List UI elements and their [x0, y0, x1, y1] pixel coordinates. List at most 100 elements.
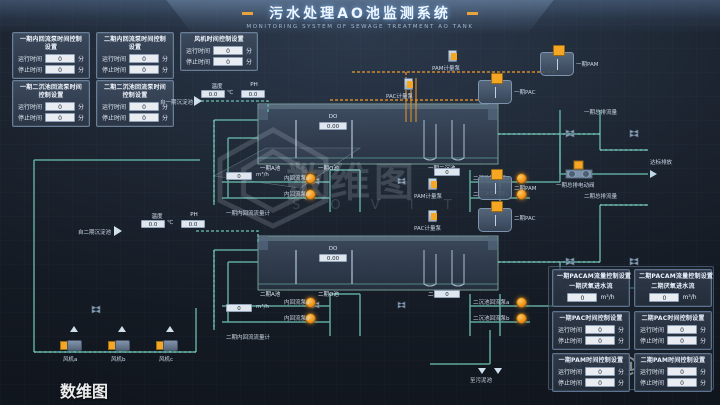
pam-dosing-pump-label: PAM计量泵: [432, 66, 460, 72]
stage2-inner-pump-b-icon[interactable]: [305, 313, 316, 324]
stage1-do-label: DO: [328, 114, 338, 120]
panel-title: 二期二沉池回流泵时间控制设置: [103, 84, 166, 99]
stage2-inner-pump-a-icon[interactable]: [305, 297, 316, 308]
stage2-inner-pump-b-label: 内回流泵b: [284, 316, 310, 322]
row-label: 停止时间: [639, 338, 664, 345]
stage1-settler-flow-value: 0: [434, 168, 460, 176]
runtime-input[interactable]: 0: [585, 367, 615, 376]
stage2-pam-tank-icon[interactable]: [478, 169, 512, 200]
stoptime-input[interactable]: 0: [213, 57, 243, 66]
stage2-temp-value: 0.0: [141, 220, 165, 228]
page-subtitle: MONITORING SYSTEM OF SEWAGE TREATMENT AO…: [246, 24, 474, 30]
stage1-pac-label: 一期PAC: [514, 90, 536, 96]
flow-input[interactable]: 0: [567, 293, 598, 302]
row-unit: 分: [618, 327, 625, 334]
stage1-ph-value: 0.0: [241, 90, 265, 98]
stage1-settler-pump-b-icon[interactable]: [516, 189, 527, 200]
pac-dosing-pump-icon[interactable]: [404, 78, 413, 90]
panel-stage1-pam-timer[interactable]: 一期PAM时间控制设置 运行时间 0 分 停止时间 0 分: [552, 353, 630, 392]
stage1-ph-label: PH: [250, 82, 258, 88]
stoptime-input[interactable]: 0: [585, 378, 615, 387]
pam-dosing-pump-icon[interactable]: [448, 50, 457, 62]
header-dash-left: [242, 12, 253, 15]
stoptime-input[interactable]: 0: [45, 65, 75, 74]
runtime-input[interactable]: 0: [667, 325, 697, 334]
sludge-arrow-icon-2: [494, 368, 502, 374]
row-label: 运行时间: [17, 56, 42, 63]
panel-stage1-pac-timer[interactable]: 一期PAC时间控制设置 运行时间 0 分 停止时间 0 分: [552, 311, 630, 350]
runtime-input[interactable]: 0: [585, 325, 615, 334]
stoptime-input[interactable]: 0: [585, 336, 615, 345]
blower-c-label: 风机c: [159, 357, 174, 363]
stage1-pam-tank-icon[interactable]: [540, 45, 574, 76]
stage1-source-label: 自一期沉淀池: [160, 100, 194, 106]
stoptime-input[interactable]: 0: [45, 113, 75, 122]
stage1-temp-value: 0.0: [201, 90, 225, 98]
panel-stage2-inner-return-pump-timer[interactable]: 二期内回流泵时间控制设置 运行时间 0 分 停止时间 0 分: [96, 32, 174, 79]
row-label: 停止时间: [557, 380, 582, 387]
row-unit: 分: [700, 369, 707, 376]
stage1-total-flow-label: 一期总排流量: [584, 110, 618, 116]
stage2-settler-pump-b-icon[interactable]: [516, 313, 527, 324]
stoptime-input[interactable]: 0: [667, 336, 697, 345]
runtime-input[interactable]: 0: [213, 46, 243, 55]
stage1-inner-pump-a-label: 内回流泵a: [284, 176, 310, 182]
stage1-inner-pump-b-icon[interactable]: [305, 189, 316, 200]
blower-c-arrow-icon: [166, 326, 174, 332]
stoptime-input[interactable]: 0: [129, 65, 159, 74]
stage1-pac-tank-icon[interactable]: [478, 73, 512, 104]
row-label: 运行时间: [17, 104, 42, 111]
stage1-inlet-arrow-icon: [194, 96, 202, 106]
stage2-o-tank-label: 二期O池: [318, 292, 339, 298]
runtime-input[interactable]: 0: [45, 54, 75, 63]
stage2-inner-pump-a-label: 内回流泵a: [284, 300, 310, 306]
row-unit: 分: [618, 380, 625, 387]
panel-stage2-pac-timer[interactable]: 二期PAC时间控制设置 运行时间 0 分 停止时间 0 分: [634, 311, 712, 350]
panel-title: 风机时间控制设置: [194, 36, 244, 43]
stoptime-input[interactable]: 0: [129, 113, 159, 122]
stage2-pam-dosing-pump-icon[interactable]: [428, 178, 437, 190]
row-label: 停止时间: [185, 59, 210, 66]
runtime-input[interactable]: 0: [129, 102, 159, 111]
stage1-inner-pump-a-icon[interactable]: [305, 173, 316, 184]
runtime-input[interactable]: 0: [667, 367, 697, 376]
panel-title: 二期PACAM流量控制设置: [639, 273, 714, 280]
panel-stage2-pam-timer[interactable]: 二期PAM时间控制设置 运行时间 0 分 停止时间 0 分: [634, 353, 712, 392]
panel-stage2-settler-return-pump-timer[interactable]: 二期二沉池回流泵时间控制设置 运行时间 0 分 停止时间 0 分: [96, 80, 174, 127]
row-label: 运行时间: [557, 369, 582, 376]
stage2-pac-dosing-pump-icon[interactable]: [428, 210, 437, 222]
panel-stage1-inner-return-pump-timer[interactable]: 一期内回流泵时间控制设置 运行时间 0 分 停止时间 0 分: [12, 32, 90, 79]
runtime-input[interactable]: 0: [129, 54, 159, 63]
row-label: 运行时间: [101, 56, 126, 63]
stage2-a-tank-label: 二期A池: [260, 292, 281, 298]
header-bar: 污水处理AO池监测系统 MONITORING SYSTEM OF SEWAGE …: [0, 0, 720, 34]
stage2-settler-pump-a-icon[interactable]: [516, 297, 527, 308]
panel-title: 一期PAM时间控制设置: [558, 357, 624, 364]
stage1-inlet-pipe: [196, 100, 269, 112]
row-label: 运行时间: [101, 104, 126, 111]
blower-a-icon[interactable]: [60, 338, 82, 352]
panel-title: 二期内回流泵时间控制设置: [103, 36, 166, 51]
stage2-pac-tank-icon[interactable]: [478, 201, 512, 232]
flow-unit: m³/h: [600, 294, 615, 301]
stage2-total-flow-label: 二期总排流量: [584, 194, 618, 200]
stoptime-input[interactable]: 0: [667, 378, 697, 387]
stage2-ph-label: PH: [190, 212, 198, 218]
flow-unit: m³/h: [682, 294, 697, 301]
row-unit: 分: [246, 59, 253, 66]
blower-c-icon[interactable]: [156, 338, 178, 352]
panel-stage2-pacam-flow[interactable]: 二期PACAM流量控制设置 二期厌氧进水流 0 m³/h: [634, 269, 714, 307]
stage1-settler-pump-a-icon[interactable]: [516, 173, 527, 184]
stage2-temp-label: 温度: [151, 214, 163, 220]
panel-blower-timer[interactable]: 风机时间控制设置 运行时间 0 分 停止时间 0 分: [180, 32, 258, 71]
panel-stage1-pacam-flow[interactable]: 一期PACAM流量控制设置 一期厌氧进水流 0 m³/h: [552, 269, 632, 307]
panel-title: 一期PACAM流量控制设置: [557, 273, 632, 280]
flow-input[interactable]: 0: [649, 293, 680, 302]
stage1-inner-flowmeter-label: 一期内回流流量计: [226, 211, 271, 217]
panel-title: 一期内回流泵时间控制设置: [19, 36, 82, 51]
stage1-temp-unit: ℃: [227, 90, 234, 96]
blower-b-icon[interactable]: [108, 338, 130, 352]
stage2-inner-flowmeter-label: 二期内回流流量计: [226, 335, 271, 341]
panel-stage1-settler-return-pump-timer[interactable]: 一期二沉池回流泵时间控制设置 运行时间 0 分 停止时间 0 分: [12, 80, 90, 127]
runtime-input[interactable]: 0: [45, 102, 75, 111]
